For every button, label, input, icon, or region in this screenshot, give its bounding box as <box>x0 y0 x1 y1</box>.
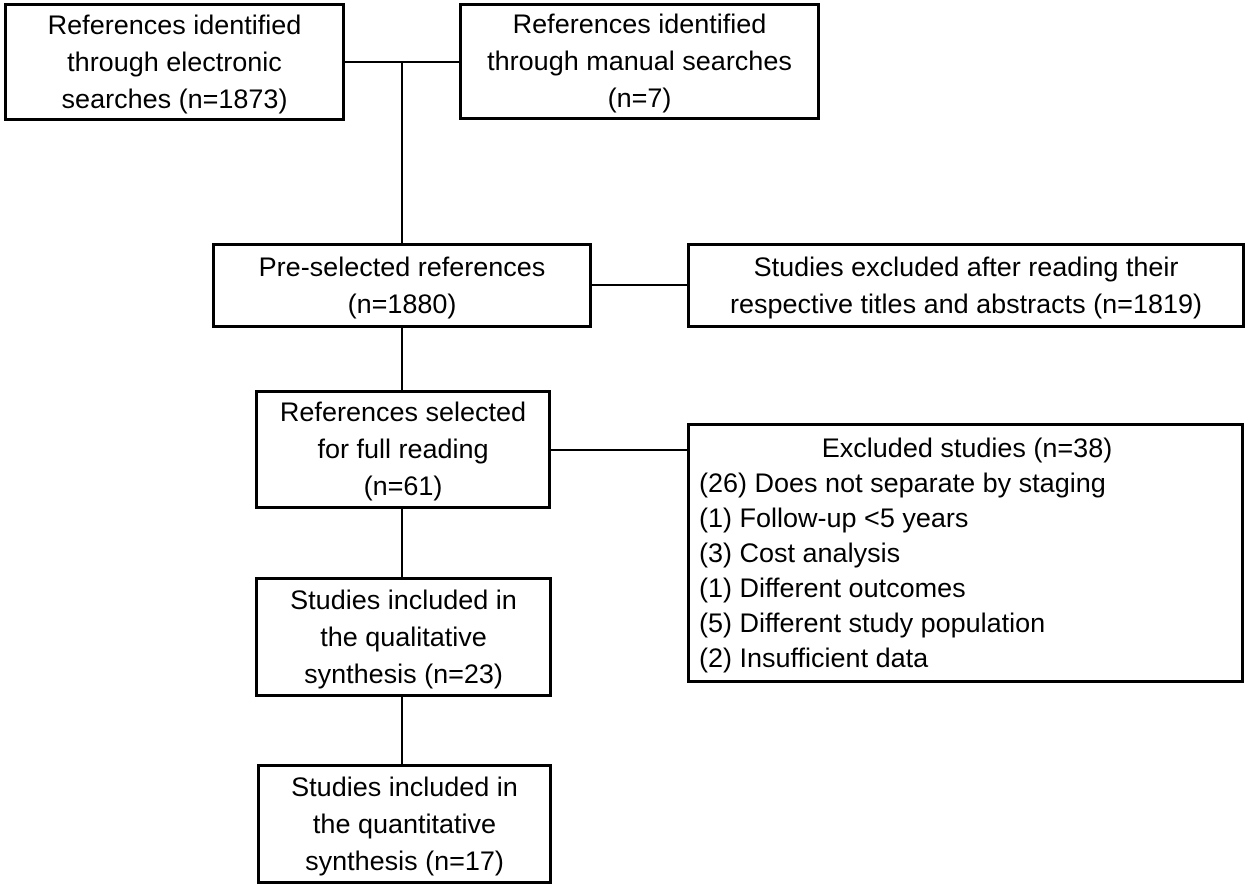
box-excluded-studies: Excluded studies (n=38) (26) Does not se… <box>687 423 1244 683</box>
box-text-line: Studies included in <box>290 584 517 615</box>
connector-preselected-to-excluded-abstracts <box>592 284 687 286</box>
connector-full-reading-to-qualitative <box>401 509 403 577</box>
box-references-electronic-searches: References identified through electronic… <box>4 3 345 121</box>
box-text-line: References identified <box>47 9 302 40</box>
box-text-line: through electronic <box>67 46 282 77</box>
box-text-line: (n=61) <box>363 471 443 501</box>
connector-full-reading-to-excluded-studies <box>551 449 687 451</box>
connector-identification-to-preselected <box>401 61 403 243</box>
excluded-reason: (26) Does not separate by staging <box>699 467 1106 498</box>
box-qualitative-synthesis: Studies included in the qualitative synt… <box>255 577 552 697</box>
excluded-reason: (3) Cost analysis <box>699 537 901 568</box>
box-text-line: References selected <box>279 397 527 427</box>
connector-preselected-to-full-reading <box>401 328 403 390</box>
excluded-studies-title: Excluded studies (n=38) <box>821 432 1113 463</box>
excluded-reason: (5) Different study population <box>699 607 1046 638</box>
excluded-reason: (1) Different outcomes <box>699 572 966 603</box>
box-text-line: the quantitative <box>312 808 497 839</box>
box-text-line: References identified <box>512 9 767 39</box>
box-text-line: Pre-selected references <box>258 251 546 282</box>
box-references-full-reading: References selected for full reading (n=… <box>255 390 551 509</box>
box-preselected-references: Pre-selected references (n=1880) <box>212 243 592 328</box>
box-references-manual-searches: References identified through manual sea… <box>459 3 820 120</box>
box-text-line: synthesis (n=23) <box>304 658 503 689</box>
box-text-line: synthesis (n=17) <box>305 845 504 876</box>
box-text-line: Studies excluded after reading their <box>753 251 1179 282</box>
box-text-line: respective titles and abstracts (n=1819) <box>730 288 1202 319</box>
box-excluded-titles-abstracts: Studies excluded after reading their res… <box>687 243 1245 328</box>
excluded-reason: (2) Insufficient data <box>699 642 929 673</box>
box-text-line: through manual searches <box>487 46 792 76</box>
connector-qualitative-to-quantitative <box>401 697 403 764</box>
box-text-line: the qualitative <box>320 621 487 652</box>
excluded-reason: (1) Follow-up <5 years <box>699 502 969 533</box>
box-text-line: Studies included in <box>291 771 518 802</box>
box-text-line: searches (n=1873) <box>61 83 288 114</box>
box-text-line: (n=7) <box>607 83 672 113</box>
box-text-line: for full reading <box>317 434 489 464</box>
box-quantitative-synthesis: Studies included in the quantitative syn… <box>257 764 552 884</box>
box-text-line: (n=1880) <box>347 288 457 319</box>
